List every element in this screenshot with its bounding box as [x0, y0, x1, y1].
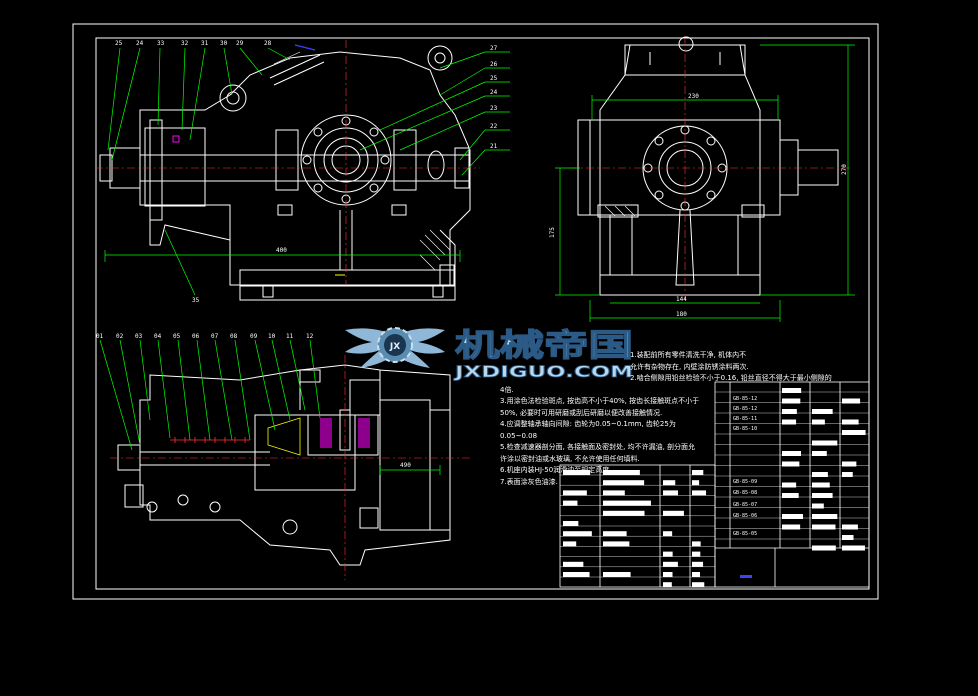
callout-bottom-8: 08: [230, 333, 238, 340]
callout-bottom-11: 11: [286, 333, 294, 340]
front-view-leaders: [104, 47, 510, 296]
side-view-hatching: [604, 205, 636, 217]
watermark-title: 机械帝国: [455, 328, 633, 364]
callout-top-5: 31: [201, 40, 209, 47]
callout-lower-left: 35: [192, 297, 200, 304]
logo-emblem-letters: JX: [389, 342, 400, 352]
callout-bottom-4: 04: [154, 333, 162, 340]
part-code-5: GB-85-09: [733, 479, 757, 485]
sheet-outer-frame: [72, 23, 879, 600]
part-code-6: GB-85-08: [733, 490, 757, 496]
part-code-2: GB-85-12: [733, 406, 757, 412]
section-view-callouts: 01 02 03 04 05 06 07 08 09 10 11 12 490: [96, 333, 411, 469]
sheet-inner-frame: [95, 37, 870, 590]
parts-list-blocks: [563, 388, 866, 588]
watermark-subtitle: JXDIGUO.COM: [454, 362, 633, 381]
part-code-4: GB-85-10: [733, 426, 757, 432]
dim-230: 230: [688, 93, 699, 100]
callout-top-3: 33: [157, 40, 165, 47]
section-view-leaders: [99, 339, 441, 475]
callout-top-1: 25: [115, 40, 123, 47]
tech-notes: 1.装配前所有零件清洗干净, 机体内不 允许有杂物存在, 内壁涂防锈涂料两次. …: [500, 350, 832, 488]
callout-right-1: 27: [490, 45, 498, 52]
callout-right-5: 23: [490, 105, 498, 112]
callout-bottom-5: 05: [173, 333, 181, 340]
callout-bottom-9: 09: [250, 333, 258, 340]
dim-400: 400: [276, 247, 287, 254]
tech-note-line: 许涂以密封油或水玻璃, 不允许使用任何填料.: [500, 454, 640, 463]
callout-right-3: 25: [490, 75, 498, 82]
callout-top-7: 29: [236, 40, 244, 47]
callout-top-8: 28: [264, 40, 272, 47]
part-code-8: GB-85-06: [733, 513, 757, 519]
callout-bottom-12: 12: [306, 333, 314, 340]
part-code-3: GB-85-11: [733, 416, 757, 422]
callout-bottom-7: 07: [211, 333, 219, 340]
callout-top-4: 32: [181, 40, 189, 47]
dim-144: 144: [676, 296, 687, 303]
dim-180: 180: [676, 311, 687, 318]
front-view-accents: [172, 44, 345, 276]
section-view-centerlines: [110, 355, 470, 580]
side-view-dimensions: [555, 44, 855, 322]
callout-bottom-10: 10: [268, 333, 276, 340]
front-view-hatching: [273, 51, 451, 271]
parts-list-codes: GB-85-12 GB-85-12 GB-85-11 GB-85-10 GB-8…: [733, 396, 757, 537]
front-view-centerlines: [95, 40, 480, 285]
dim-270: 270: [841, 164, 848, 175]
side-view: [577, 36, 839, 296]
tech-note-line: 5.检查减速器剖分面, 各接触面及密封处, 均不许漏油, 剖分面允: [500, 443, 696, 451]
callout-top-2: 24: [136, 40, 144, 47]
title-block-accent: [740, 575, 752, 578]
watermark-logo: JX 机械帝国 JXDIGUO.COM: [345, 327, 634, 381]
tech-note-line: 4.应调整轴承轴向间隙: 齿轮为0.05~0.1mm, 齿轮25为: [500, 420, 676, 428]
side-view-dim-labels: 230 175 270 144 180: [549, 93, 848, 318]
callout-bottom-3: 03: [135, 333, 143, 340]
tech-note-line: 50%, 必要时可用研磨或刮后研磨以便改善接触情况.: [500, 408, 663, 417]
callout-bottom-2: 02: [116, 333, 124, 340]
part-code-7: GB-85-07: [733, 502, 757, 508]
callout-bottom-6: 06: [192, 333, 200, 340]
tech-note-line: 3.用涂色法检验斑点, 按齿高不小于40%, 按齿长接触斑点不小于: [500, 397, 700, 405]
tech-note-line: 0.05~0.08: [500, 431, 538, 440]
tech-note-line: 7.表面涂灰色油漆.: [500, 477, 558, 486]
gear-icon: [377, 327, 413, 363]
front-view: [99, 45, 471, 301]
dim-490: 490: [400, 462, 411, 469]
front-view-callouts: 25 24 33 32 31 30 29 28 27 26 25 24 23 2…: [115, 40, 498, 304]
side-view-centerlines: [570, 38, 850, 300]
dim-175: 175: [549, 227, 556, 238]
tech-note-line: 6.机座内装HJ-50润滑油至规定高度.: [500, 466, 612, 474]
callout-right-7: 21: [490, 143, 498, 150]
callout-top-6: 30: [220, 40, 228, 47]
tech-note-line: 允许有杂物存在, 内壁涂防锈涂料两次.: [630, 362, 749, 371]
part-code-1: GB-85-12: [733, 396, 757, 402]
tech-note-line: 1.装配前所有零件清洗干净, 机体内不: [630, 351, 747, 359]
callout-bottom-1: 01: [96, 333, 104, 340]
callout-right-2: 26: [490, 61, 498, 68]
part-code-9: GB-85-05: [733, 531, 757, 537]
callout-right-6: 22: [490, 123, 498, 130]
tech-note-line: 2.啮合侧隙用铅丝检验不小于0.16, 铅丝直径不得大于最小侧隙的: [630, 374, 832, 382]
gear-section: [267, 409, 370, 456]
callout-right-4: 24: [490, 89, 498, 96]
tech-note-line: 4倍.: [500, 385, 514, 394]
